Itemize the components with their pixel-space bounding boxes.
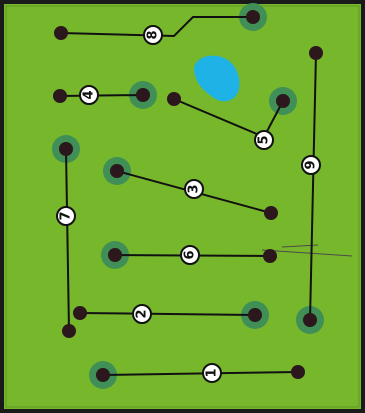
hole-3-tee-dot bbox=[264, 206, 278, 220]
hole-5-cup-dot bbox=[276, 94, 290, 108]
hole-1-tee-dot bbox=[291, 365, 305, 379]
hole-number-text: 5 bbox=[257, 135, 272, 144]
hole-7-cup-dot bbox=[59, 142, 73, 156]
grass-field bbox=[4, 4, 361, 409]
hole-2-number-badge: 2 bbox=[133, 305, 151, 323]
hole-6-tee-dot bbox=[263, 249, 277, 263]
hole-number-text: 2 bbox=[135, 309, 150, 318]
hole-8-tee-dot bbox=[54, 26, 68, 40]
hole-3-number-badge: 3 bbox=[185, 180, 203, 198]
hole-4-tee-dot bbox=[53, 89, 67, 103]
hole-number-text: 9 bbox=[304, 160, 319, 169]
hole-6-number-badge: 6 bbox=[181, 246, 199, 264]
hole-2-cup-dot bbox=[248, 308, 262, 322]
hole-7-number-badge: 7 bbox=[57, 207, 75, 225]
hole-3-cup-dot bbox=[110, 164, 124, 178]
hole-number-text: 4 bbox=[82, 90, 97, 99]
hole-8-number-badge: 8 bbox=[144, 26, 162, 44]
hole-number-text: 1 bbox=[205, 368, 220, 377]
hole-5-number-badge: 5 bbox=[255, 131, 273, 149]
hole-1-number-badge: 1 bbox=[203, 364, 221, 382]
hole-2-tee-dot bbox=[73, 306, 87, 320]
hole-9-tee-dot bbox=[309, 46, 323, 60]
hole-6-cup-dot bbox=[108, 248, 122, 262]
hole-7-tee-dot bbox=[62, 324, 76, 338]
hole-number-text: 7 bbox=[59, 211, 74, 220]
hole-4-number-badge: 4 bbox=[80, 86, 98, 104]
hole-9-cup-dot bbox=[303, 313, 317, 327]
hole-1-cup-dot bbox=[96, 368, 110, 382]
hole-number-text: 6 bbox=[183, 250, 198, 259]
hole-9-number-badge: 9 bbox=[302, 156, 320, 174]
hole-8-cup-dot bbox=[246, 10, 260, 24]
hole-4-fairway-line bbox=[60, 95, 143, 96]
hole-4-cup-dot bbox=[136, 88, 150, 102]
hole-5-tee-dot bbox=[167, 92, 181, 106]
hole-number-text: 3 bbox=[187, 184, 202, 193]
hole-number-text: 8 bbox=[146, 30, 161, 39]
